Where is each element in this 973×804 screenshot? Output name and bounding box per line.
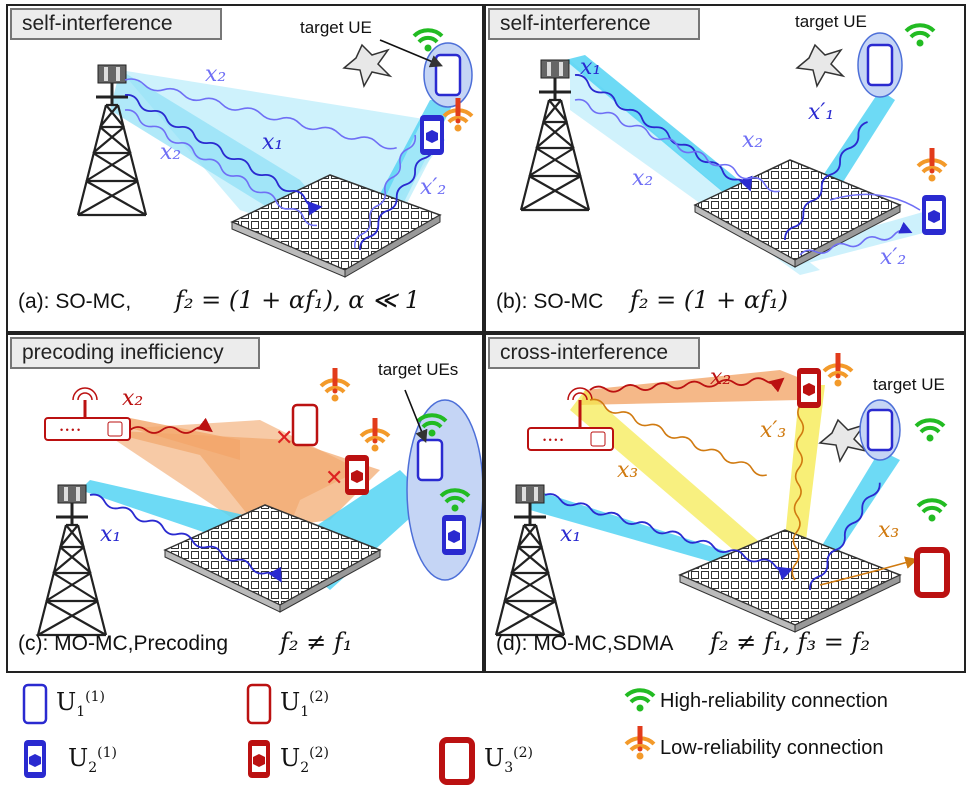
legend-u11: U1(1)	[56, 688, 105, 720]
panel-frame-d	[484, 333, 966, 673]
panel-a-signal-x2-left: x₂	[160, 140, 182, 165]
panel-b	[519, 23, 948, 275]
panel-c-signal-x2: x₂	[122, 386, 144, 411]
panel-a-signal-x2-top: x₂	[205, 62, 227, 87]
legend-u21: U2(1)	[68, 744, 117, 776]
legend-icons	[22, 683, 656, 785]
panel-frame-b	[484, 4, 966, 333]
panel-a-target-label: target UE	[300, 18, 372, 37]
panel-a-tag: self-interference	[10, 8, 222, 40]
panel-b-signal-x1: x₁	[580, 55, 602, 80]
panel-c-tag: precoding inefficiency	[10, 337, 260, 369]
panel-b-signal-x1-prime: x′₁	[808, 100, 835, 125]
legend-u32: U3(2)	[484, 744, 533, 776]
panel-d-formula: f₂ ≠ f₁, f₃ = f₂	[710, 628, 871, 656]
svg-text:• • • •: • • • •	[60, 425, 80, 435]
panel-d-signal-x1: x₁	[560, 522, 582, 547]
panel-b-tag: self-interference	[488, 8, 700, 40]
panel-a-signal-x2-prime: x′₂	[420, 175, 447, 200]
panel-b-signal-x2-right: x₂	[742, 128, 764, 153]
panel-d-caption: (d): MO-MC,SDMA	[496, 632, 674, 655]
panel-b-target-label: target UE	[795, 12, 867, 31]
panel-a	[76, 28, 474, 278]
panel-a-caption: (a): SO-MC,	[18, 290, 132, 313]
panel-a-formula: f₂ = (1 + αf₁), α ≪ 1	[175, 286, 421, 314]
panel-c-formula: f₂ ≠ f₁	[280, 628, 353, 656]
panel-c: • • • • ✕ ✕	[36, 366, 484, 637]
panel-c-target-label: target UEs	[378, 360, 459, 379]
panel-b-signal-x2-prime: x′₂	[880, 245, 907, 270]
panel-d-signal-x2: x₂	[710, 365, 732, 390]
panel-b-signal-x2-left: x₂	[632, 166, 654, 191]
legend-low-reliability: Low-reliability connection	[660, 737, 884, 759]
panel-d: • • • •	[494, 351, 950, 637]
panel-frame-c	[6, 333, 484, 673]
legend-u22: U2(2)	[280, 744, 329, 776]
panel-c-caption: (c): MO-MC,Precoding	[18, 632, 229, 655]
panel-c-signal-x1: x₁	[100, 522, 122, 547]
panel-d-tag: cross-interference	[488, 337, 700, 369]
panel-frame-a	[6, 4, 484, 333]
panel-d-signal-x3-prime: x′₃	[760, 418, 787, 443]
panel-b-formula: f₂ = (1 + αf₁)	[630, 286, 788, 314]
panel-d-signal-x3-right: x₃	[878, 518, 900, 543]
panel-b-caption: (b): SO-MC	[496, 290, 604, 313]
svg-text:• • • •: • • • •	[543, 435, 563, 445]
legend-u12: U1(2)	[280, 688, 329, 720]
panel-d-signal-x3-left: x₃	[617, 458, 639, 483]
panel-a-signal-x1: x₁	[262, 130, 284, 155]
svg-text:✕: ✕	[275, 426, 293, 451]
svg-text:✕: ✕	[325, 466, 343, 491]
panel-d-target-label: target UE	[873, 375, 945, 394]
legend-high-reliability: High-reliability connection	[660, 690, 888, 712]
